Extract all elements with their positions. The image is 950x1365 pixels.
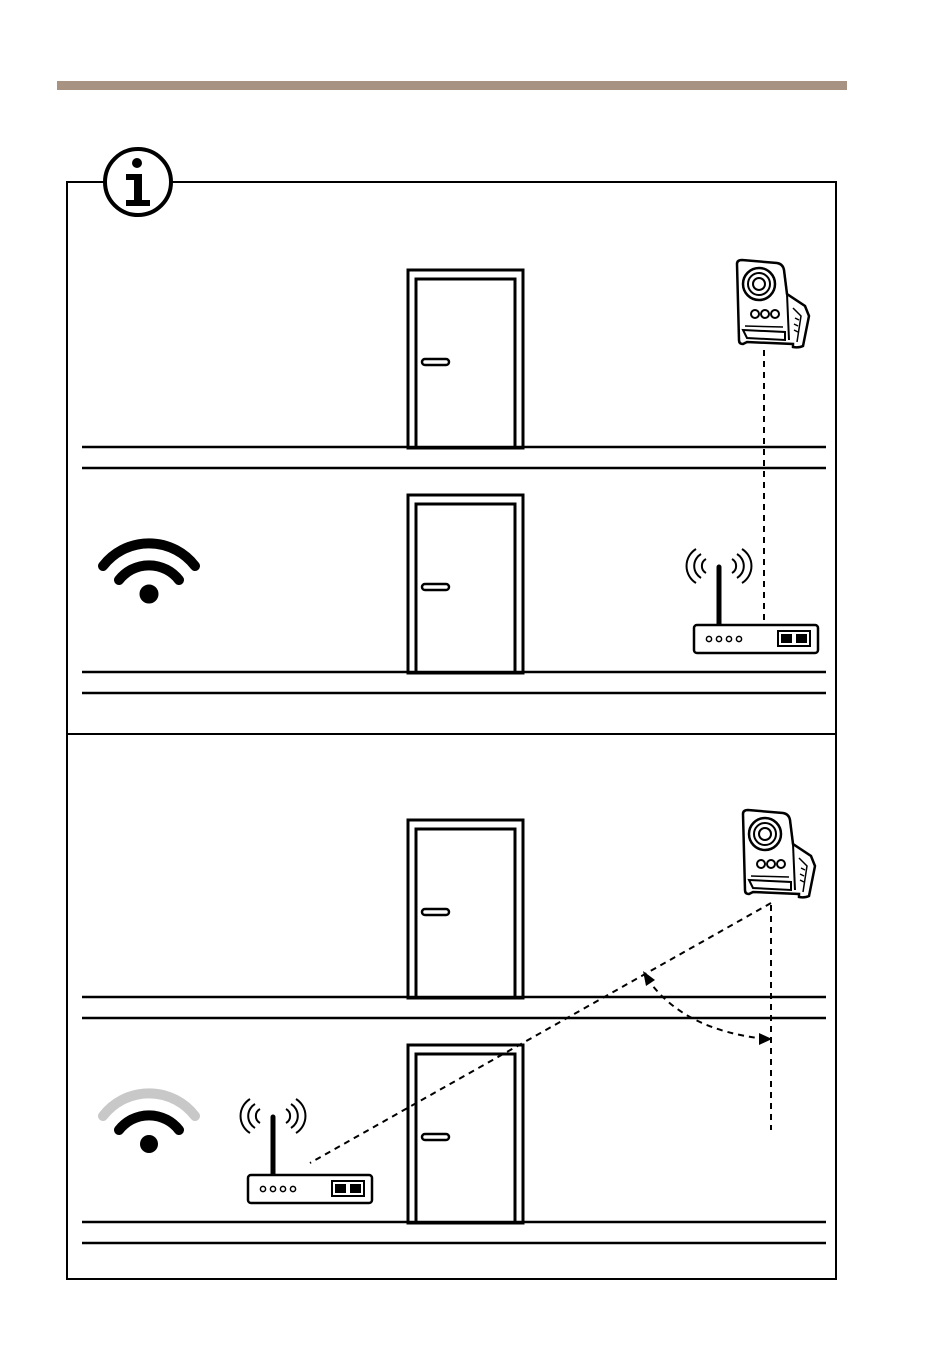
wifi-strong-icon	[103, 543, 195, 603]
info-icon	[105, 149, 171, 215]
panel-1	[82, 260, 826, 693]
floor-upper-door	[408, 270, 523, 448]
floor-lower-door	[408, 495, 523, 673]
panel-2	[82, 810, 826, 1243]
signal-path-diagonal	[310, 903, 771, 1163]
camera-icon	[743, 810, 815, 897]
camera-icon	[737, 260, 809, 347]
router-icon	[241, 1099, 372, 1203]
router-icon	[687, 549, 818, 653]
angle-arc-arrow	[643, 971, 772, 1045]
floor-upper-door	[408, 820, 523, 998]
wifi-weak-icon	[103, 1093, 195, 1153]
floor-lower-door	[408, 1045, 523, 1223]
